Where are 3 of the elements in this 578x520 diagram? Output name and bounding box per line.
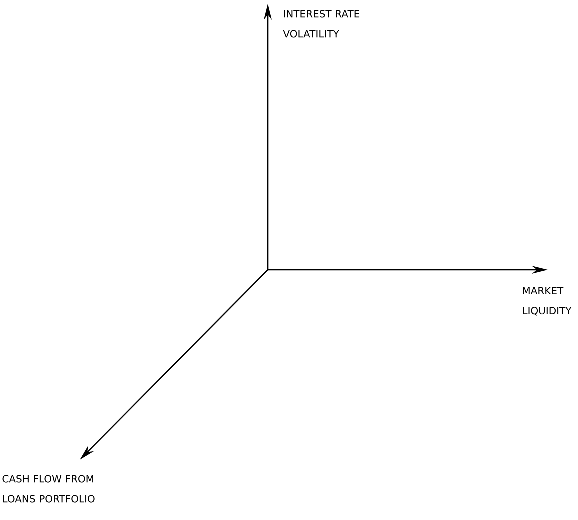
axis-label: CASH FLOW FROM LOANS PORTFOLIO xyxy=(2,475,95,503)
axis-label: MARKET LIQUIDITY xyxy=(523,287,572,316)
axis-label: INTEREST RATE VOLATILITY xyxy=(283,10,360,38)
